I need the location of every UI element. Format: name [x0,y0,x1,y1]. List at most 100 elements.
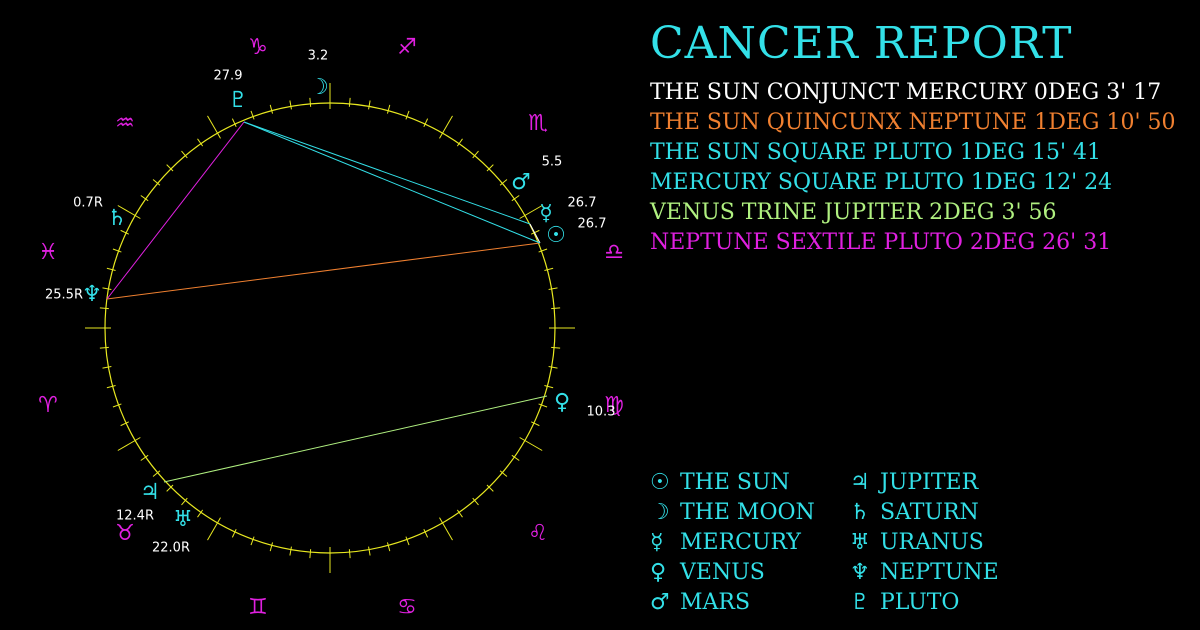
wheel-tick [439,115,453,139]
moon-degree-label: 3.2 [308,49,329,64]
wheel-ticks [85,83,575,573]
scorpio-sign-icon: ♏ [528,111,548,136]
wheel-tick [499,179,508,186]
wheel-tick [250,110,255,120]
wheel-tick [551,307,561,310]
wheel-tick [289,100,292,110]
wheel-tick [207,115,221,139]
wheel-tick [544,384,554,389]
planet-markers: ☽3.2♇27.9♂5.5☿26.7☉26.7♄0.7R♆25.5R♀10.3♃… [45,49,615,556]
aspect-line-sun-pluto [243,121,541,244]
wheel-tick [386,542,391,552]
wheel-tick [423,118,429,128]
wheel-tick [511,454,520,461]
wheel-tick [166,484,174,492]
wheel-tick [166,164,174,172]
legend-label: THE MOON [680,500,815,525]
pluto-degree-label: 27.9 [214,69,243,84]
wheel-tick [250,536,255,546]
uranus-icon: ♅ [850,530,870,555]
zodiac-signs: ♑♐♏♎♍♌♋♊♉♈♓♒ [38,35,624,620]
wheel-tick [102,287,112,290]
wheel-tick [112,248,122,253]
legend-label: URANUS [880,530,984,555]
wheel-tick [231,118,237,128]
aspect-item-venus-trine-jupiter: VENUS TRINE JUPITER 2DEG 3' 56 [650,200,1057,225]
neptune-icon: ♆ [850,560,870,585]
wheel-tick [112,403,122,408]
legend-item-venus: ♀ VENUS [650,558,815,588]
sun-icon: ☉ [650,470,670,495]
wheel-tick [120,229,130,235]
venus-icon: ♀ [554,390,570,415]
neptune-degree-label: 25.5R [45,288,83,303]
wheel-tick [106,384,116,389]
aquarius-sign-icon: ♒ [115,111,135,136]
libra-sign-icon: ♎ [604,240,624,265]
wheel-tick [106,267,116,272]
uranus-icon: ♅ [173,507,193,532]
wheel-tick [386,104,391,114]
wheel-tick [289,546,292,556]
astrology-wheel: ♑♐♏♎♍♌♋♊♉♈♓♒ ☽3.2♇27.9♂5.5☿26.7☉26.7♄0.7… [38,35,624,620]
wheel-tick [548,366,558,369]
jupiter-icon: ♃ [850,470,870,495]
wheel-tick [120,421,130,427]
wheel-tick [181,150,188,159]
legend-item-jupiter: ♃ JUPITER [850,468,999,498]
cancer-sign-icon: ♋ [397,595,417,620]
wheel-tick [538,403,548,408]
wheel-tick [117,437,141,451]
wheel-tick [99,346,109,349]
saturn-degree-label: 0.7R [73,196,103,211]
legend-label: MERCURY [680,530,801,555]
wheel-tick [197,509,204,518]
legend-item-mercury: ☿MERCURY [650,528,815,558]
mercury-degree-label: 26.7 [568,196,597,211]
wheel-tick [519,205,543,219]
wheel-ring [104,102,556,554]
legend-label: MARS [680,590,751,615]
aspect-item-sun-square-pluto: THE SUN SQUARE PLUTO 1DEG 15' 41 [650,140,1101,165]
aspect-item-mercury-square-pluto: MERCURY SQUARE PLUTO 1DEG 12' 24 [650,170,1113,195]
moon-icon: ☽ [650,500,670,525]
pluto-icon: ♇ [850,590,870,615]
wheel-tick [348,549,351,559]
wheel-tick [152,470,161,477]
jupiter-icon: ♃ [140,480,160,505]
wheel-tick [486,164,494,172]
mars-degree-label: 5.5 [542,155,563,170]
planet-legend-left: ☉ THE SUN ☽ THE MOON ☿MERCURY ♀ VENUS ♂ MARS [650,468,815,618]
aspect-item-sun-quincunx-neptune: THE SUN QUINCUNX NEPTUNE 1DEG 10' 50 [650,110,1176,135]
wheel-tick [472,497,479,506]
wheel-tick [269,542,274,552]
legend-label: VENUS [680,560,765,585]
legend-item-saturn: ♄SATURN [850,498,999,528]
report-title: CANCER REPORT [650,18,1073,69]
wheel-tick [519,437,543,451]
aspect-item-neptune-sextile-pluto: NEPTUNE SEXTILE PLUTO 2DEG 26' 31 [650,230,1112,255]
legend-label: JUPITER [880,470,979,495]
venus-icon: ♀ [650,560,667,585]
wheel-tick [511,195,520,202]
venus-degree-label: 10.3 [587,405,616,420]
wheel-tick [548,287,558,290]
wheel-tick [368,546,371,556]
wheel-tick [117,205,141,219]
gemini-sign-icon: ♊ [248,595,268,620]
wheel-tick [499,470,508,477]
wheel-tick [197,138,204,147]
saturn-icon: ♄ [107,206,127,231]
saturn-icon: ♄ [850,500,870,525]
legend-item-uranus: ♅ URANUS [850,528,999,558]
wheel-tick [181,497,188,506]
legend-label: NEPTUNE [880,560,999,585]
mars-icon: ♂ [650,590,670,615]
wheel-tick [530,421,540,427]
aspect-line-sun-neptune [106,242,541,300]
legend-item-pluto: ♇PLUTO [850,588,999,618]
wheel-tick [551,346,561,349]
aspect-line-neptune-pluto [106,121,245,300]
legend-label: THE SUN [680,470,790,495]
wheel-tick [140,454,149,461]
